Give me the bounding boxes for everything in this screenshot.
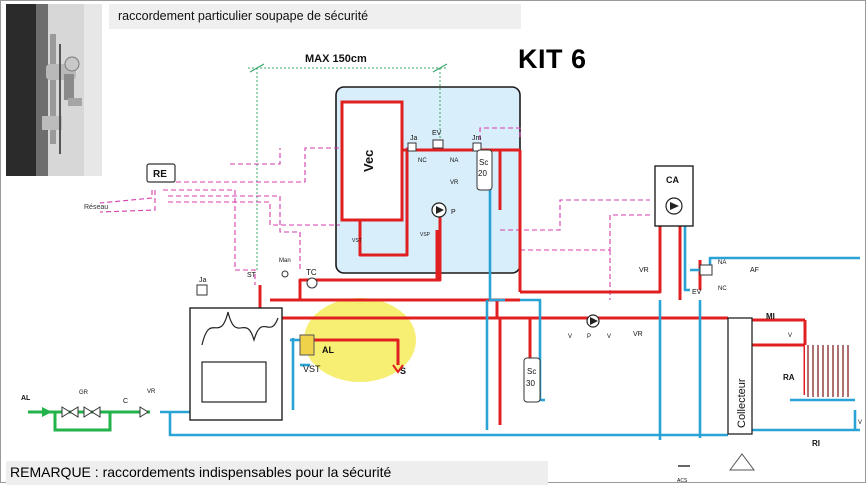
- sc30-label-sc: Sc: [527, 367, 536, 376]
- vr-pump-label: VR: [633, 331, 643, 338]
- vr-top-label: VR: [450, 180, 459, 186]
- remark-background: [6, 461, 548, 485]
- man-label: Man: [279, 258, 291, 264]
- ca-label: CA: [666, 175, 679, 185]
- ca-pump-arrow: [670, 202, 679, 210]
- banner-background: [109, 4, 521, 29]
- ja-boiler-vent: [196, 284, 208, 296]
- vsp-label: VSP: [420, 232, 431, 238]
- sc30-separator: [523, 357, 541, 403]
- ja-boiler-label: Ja: [199, 277, 207, 284]
- kit-title: KIT 6: [518, 44, 587, 74]
- ev-right-valve: [699, 264, 713, 276]
- tc-sensor: [306, 277, 318, 289]
- na-top-label: NA: [450, 158, 458, 164]
- banner-title: raccordement particulier soupape de sécu…: [118, 9, 369, 23]
- ja-top-label: Ja: [410, 135, 418, 142]
- sc20-separator: [476, 149, 493, 191]
- max-distance-lines: [248, 67, 448, 270]
- cold-water-pipes: [160, 170, 860, 440]
- vec-tank: [340, 100, 404, 222]
- ev-top-label: EV: [432, 130, 442, 137]
- sc20-label-num: 20: [478, 169, 487, 178]
- remark-text: REMARQUE : raccordements indispensables …: [10, 464, 392, 480]
- nc-top-label: NC: [418, 158, 427, 164]
- boiler-coil: [201, 311, 279, 346]
- hot-water-pipes: [258, 148, 807, 425]
- vst-small-label: VST: [352, 238, 362, 244]
- max-label: MAX 150cm: [305, 53, 367, 65]
- ev-valve-top: [432, 139, 444, 149]
- st-label: ST: [247, 272, 257, 279]
- p-top-label: P: [451, 209, 456, 216]
- sc20-label-sc: Sc: [479, 158, 488, 167]
- gr-label: GR: [79, 390, 89, 396]
- acs-label: ACS: [677, 478, 688, 484]
- tc-label: TC: [306, 268, 317, 277]
- mid-pump-arrow: [590, 317, 598, 325]
- max-ticks: [249, 63, 448, 73]
- sc30-label-num: 30: [526, 379, 535, 388]
- af-label: AF: [750, 267, 759, 274]
- v-left-label: V: [568, 334, 572, 340]
- collecteur-label: Collecteur: [736, 378, 748, 428]
- al-vst-label: AL: [322, 345, 334, 355]
- ca-boiler: [654, 165, 694, 227]
- collecteur: [727, 317, 753, 435]
- s-label: S: [400, 366, 406, 376]
- na-right-label: NA: [718, 260, 726, 266]
- radiator: [805, 345, 853, 397]
- ev-right-label: EV: [692, 289, 702, 296]
- c-label: C: [123, 398, 128, 405]
- pump-top-arrow: [436, 206, 444, 214]
- nc-right-label: NC: [718, 286, 727, 292]
- reseau-label: Réseau: [84, 204, 108, 211]
- vr-in-label: VR: [147, 389, 156, 395]
- boiler-window: [201, 361, 267, 403]
- mi-label: MI: [766, 312, 775, 321]
- vst-valve: [299, 334, 315, 356]
- vr-mid-label: VR: [639, 267, 649, 274]
- jm-label: Jm: [472, 135, 482, 142]
- re-label: RE: [153, 169, 167, 180]
- re-box: [146, 163, 176, 183]
- ri-label: RI: [812, 439, 820, 448]
- valve-photo: [6, 4, 102, 176]
- p-mid-label: P: [587, 334, 591, 340]
- ra-label: RA: [783, 373, 795, 382]
- vec-label: Vec: [361, 150, 376, 172]
- ground-symbol: [729, 453, 755, 471]
- vst-label: VST: [303, 364, 321, 374]
- inlet-arrow: [42, 407, 52, 417]
- ja-vent: [407, 142, 417, 152]
- v-right-label: V: [607, 334, 611, 340]
- v-mi-label: V: [788, 333, 792, 339]
- s-outlet: [392, 364, 404, 374]
- al-in-label: AL: [21, 395, 31, 402]
- control-wires: [99, 127, 650, 300]
- inlet-valves: [61, 406, 149, 418]
- manometer: [281, 270, 289, 278]
- v-ri-label: V: [858, 420, 862, 426]
